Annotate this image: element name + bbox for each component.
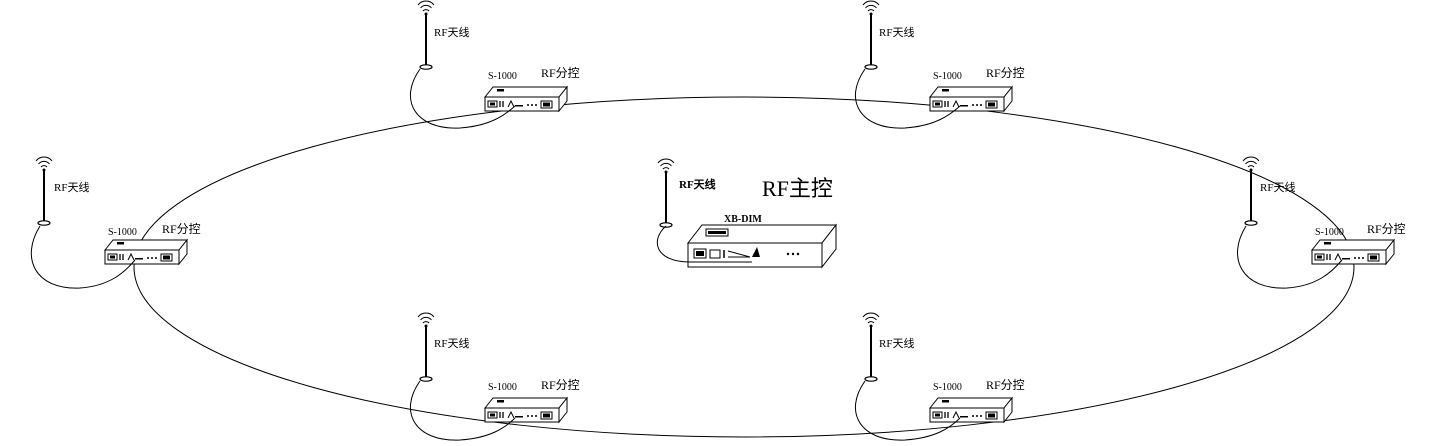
node-antenna-cable: [30, 225, 136, 289]
antenna-icon: [417, 0, 435, 71]
master-antenna-label: RF天线: [679, 177, 716, 191]
controller-device-icon: [104, 239, 188, 265]
node-label: RF分控: [162, 222, 201, 236]
node-antenna-label: RF天线: [54, 180, 89, 194]
node-model: S-1000: [933, 382, 962, 393]
controller-device-icon: [484, 86, 568, 112]
node-antenna-label: RF天线: [1260, 180, 1295, 194]
antenna-icon: [862, 312, 880, 383]
master-model: XB-DIM: [724, 214, 762, 225]
node-antenna-label: RF天线: [879, 336, 914, 350]
ring-network-link: [133, 96, 1355, 438]
node-antenna-label: RF天线: [434, 336, 469, 350]
master-antenna-cable: [656, 225, 752, 263]
node-model: S-1000: [1315, 227, 1344, 238]
controller-device-icon: [1311, 239, 1395, 265]
node-label: RF分控: [541, 378, 580, 392]
antenna-icon: [35, 156, 53, 227]
node-model: S-1000: [108, 227, 137, 238]
node-label: RF分控: [986, 66, 1025, 80]
node-label: RF分控: [1367, 222, 1406, 236]
node-antenna-cable: [409, 380, 516, 441]
controller-device-icon: [484, 397, 568, 423]
node-model: S-1000: [933, 71, 962, 82]
controller-device-icon: [929, 397, 1013, 423]
node-antenna-cable: [854, 380, 961, 441]
slave-node-right: RF天线 S-1000 RF分控: [1237, 156, 1406, 289]
slave-node-left: RF天线 S-1000 RF分控: [30, 156, 201, 289]
controller-device-icon: [687, 224, 837, 268]
antenna-icon: [417, 312, 435, 383]
slave-node-bottom-right: RF天线 S-1000 RF分控: [854, 312, 1025, 441]
node-antenna-cable: [854, 68, 961, 129]
node-antenna-label: RF天线: [879, 25, 914, 39]
node-antenna-cable: [1237, 225, 1343, 289]
slave-node-bottom-left: RF天线 S-1000 RF分控: [409, 312, 580, 441]
master-title: RF主控: [762, 176, 833, 201]
antenna-icon: [1242, 156, 1260, 227]
node-model: S-1000: [488, 71, 517, 82]
master-controller: RF天线 RF主控 XB-DIM: [656, 158, 837, 268]
node-label: RF分控: [541, 66, 580, 80]
antenna-icon: [862, 0, 880, 71]
node-label: RF分控: [986, 378, 1025, 392]
controller-device-icon: [929, 86, 1013, 112]
slave-node-top-left: RF天线 S-1000 RF分控: [409, 0, 580, 129]
node-antenna-label: RF天线: [434, 25, 469, 39]
slave-node-top-right: RF天线 S-1000 RF分控: [854, 0, 1025, 129]
node-model: S-1000: [488, 382, 517, 393]
antenna-icon: [657, 158, 675, 229]
node-antenna-cable: [409, 68, 516, 129]
